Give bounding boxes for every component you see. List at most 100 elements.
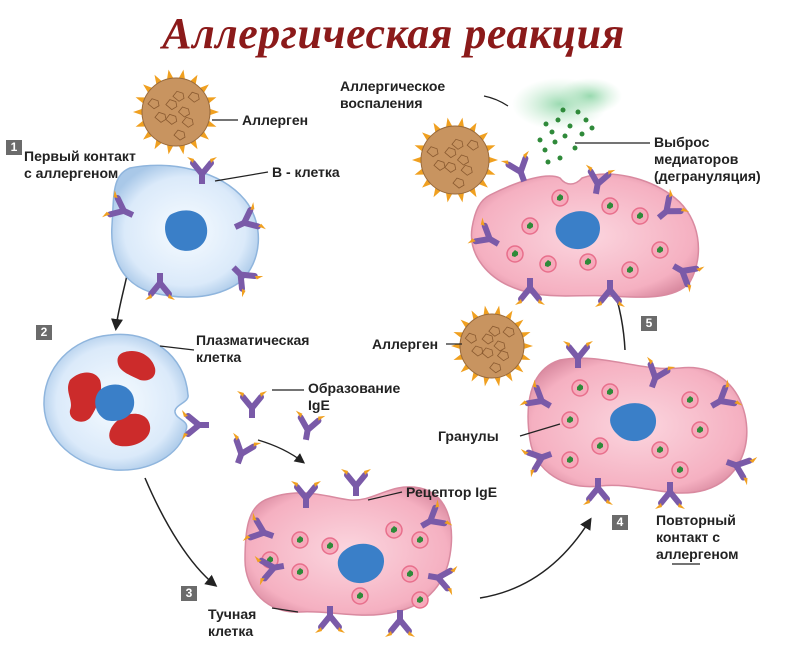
mediator-dot-3 [557, 155, 563, 161]
granule-15 [591, 437, 609, 455]
ige-antibody-6 [237, 391, 267, 418]
ige-antibody-14 [385, 610, 415, 637]
allergen-top [133, 69, 219, 155]
label-plasma-cell: Плазматическая клетка [196, 332, 310, 365]
granule-12 [681, 391, 699, 409]
ige-antibody-0 [187, 157, 217, 184]
inflammation-cloud-b [558, 78, 622, 114]
granule-22 [631, 207, 649, 225]
step-3-badge: 3 [181, 586, 197, 601]
ige-antibody-17 [563, 341, 593, 368]
granule-3 [411, 531, 429, 549]
granule-11 [561, 411, 579, 429]
granule-2 [291, 563, 309, 581]
granule-17 [671, 461, 689, 479]
mediator-dot-6 [555, 117, 561, 123]
diagram-title: Аллергическая реакция [162, 9, 625, 58]
mediator-dot-0 [542, 147, 548, 153]
arrow-plasma-to-mast [144, 477, 218, 587]
pointer-plasma-cell [159, 345, 195, 351]
ige-antibody-28 [656, 188, 690, 221]
granule-4 [401, 565, 419, 583]
b-cell-nucleus [165, 210, 208, 251]
ige-antibody-23 [655, 482, 685, 509]
ige-antibody-11 [242, 512, 275, 541]
mast-cell-5-nucleus [555, 211, 600, 250]
mediator-dot-12 [583, 117, 589, 123]
ige-antibody-2 [233, 202, 266, 230]
label-first-contact: Первый контакт с аллергеном [24, 148, 136, 181]
ige-antibody-15 [427, 565, 458, 596]
ige-antibody-26 [585, 164, 616, 195]
ige-antibody-13 [315, 606, 345, 633]
mediator-dot-8 [537, 137, 543, 143]
mediator-dot-4 [549, 129, 555, 135]
mediator-dot-10 [579, 131, 585, 137]
label-mast-cell: Тучная клетка [208, 606, 257, 639]
granule-26 [551, 189, 569, 207]
mediator-dot-14 [575, 109, 581, 115]
pointer-granules [519, 423, 561, 437]
ige-antibody-24 [725, 457, 758, 486]
ige-antibody-3 [145, 273, 175, 300]
plasma-nucleus [95, 384, 135, 422]
allergen-stage5 [412, 117, 498, 203]
mediator-dot-1 [552, 139, 558, 145]
pointer-inflammation [483, 95, 509, 107]
granule-23 [651, 241, 669, 259]
granule-16 [561, 451, 579, 469]
ige-antibody-31 [672, 263, 705, 293]
pointer-ige-receptor [367, 491, 403, 501]
mast-cell-3-nucleus [337, 543, 385, 584]
granule-24 [621, 261, 639, 279]
mediator-dot-5 [562, 133, 568, 139]
granule-21 [601, 197, 619, 215]
ige-antibody-16 [420, 499, 453, 529]
label-allergen-top: Аллерген [242, 112, 309, 128]
mediator-dot-7 [567, 123, 573, 129]
mediator-dot-13 [560, 107, 566, 113]
granule-20 [539, 255, 557, 273]
ige-antibody-21 [520, 449, 553, 478]
granule-8 [385, 521, 403, 539]
label-granules: Гранулы [438, 428, 499, 444]
pointer-mast-cell [271, 607, 299, 613]
mast-cell-4-nucleus [610, 403, 657, 442]
step-2-badge: 2 [36, 325, 52, 340]
ige-antibody-5 [182, 410, 209, 440]
ige-antibody-4 [231, 265, 264, 298]
ige-antibody-27 [467, 217, 500, 247]
granule-9 [571, 379, 589, 397]
label-ige-receptor: Рецептор IgE [406, 484, 498, 500]
granule-18 [521, 217, 539, 235]
allergen-mid [451, 305, 533, 387]
granule-13 [691, 421, 709, 439]
arrow-ige-to-mast [257, 439, 306, 464]
granule-5 [351, 587, 369, 605]
granule-25 [579, 253, 597, 271]
granule-14 [651, 441, 669, 459]
b-cell [111, 164, 259, 298]
label-mediator-release: Выброс медиаторов (дегрануляция) [654, 134, 761, 184]
ige-antibody-18 [647, 356, 676, 389]
ige-antibody-19 [519, 379, 552, 409]
pointer-b-cell [214, 171, 269, 182]
mediator-dot-2 [545, 159, 551, 165]
ige-antibody-29 [515, 278, 545, 305]
granule-19 [506, 245, 524, 263]
granule-10 [601, 383, 619, 401]
ige-antibody-7 [233, 432, 262, 465]
granule-0 [291, 531, 309, 549]
step-5-badge: 5 [641, 316, 657, 331]
step-1-badge: 1 [6, 140, 22, 155]
granule-7 [411, 591, 429, 609]
granule-1 [321, 537, 339, 555]
mediator-dot-11 [543, 121, 549, 127]
ige-antibody-12 [254, 555, 285, 586]
ige-antibody-10 [291, 481, 321, 508]
label-allergen-mid: Аллерген [372, 336, 439, 352]
mediator-dot-9 [572, 145, 578, 151]
label-ige-formation: Образование IgE [308, 380, 401, 413]
ige-antibody-9 [341, 469, 371, 496]
